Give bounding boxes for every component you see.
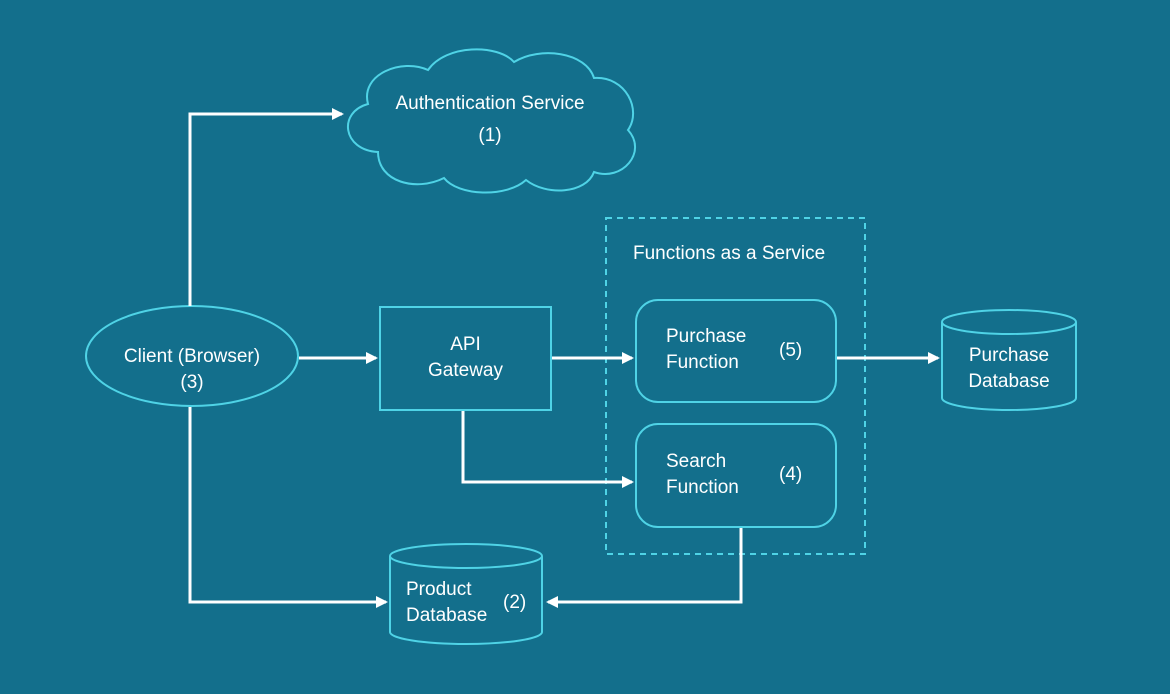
api-gateway-line2: Gateway <box>428 360 503 381</box>
client-title: Client (Browser) <box>123 346 261 367</box>
search-function-line1: Search <box>666 451 727 472</box>
auth-service-cloud <box>346 48 636 194</box>
purchase-function-label: Purchase Function <box>666 324 746 376</box>
auth-service-label: Authentication Service (1) <box>370 91 610 149</box>
purchase-function-line1: Purchase <box>666 326 747 347</box>
arrow-client-to-product-db <box>188 407 388 608</box>
purchase-database-label: Purchase Database <box>942 343 1076 395</box>
api-gateway-label: API Gateway <box>380 332 551 384</box>
search-function-number: (4) <box>779 464 803 485</box>
product-database-line1: Product <box>406 579 472 600</box>
product-database-number: (2) <box>503 592 527 613</box>
purchase-function-box <box>635 299 837 403</box>
faas-container <box>605 217 866 555</box>
purchase-function-number: (5) <box>779 340 803 361</box>
arrow-client-to-auth <box>188 108 344 306</box>
purchase-function-line2: Function <box>666 352 739 373</box>
product-database-label: Product Database <box>406 577 487 629</box>
api-gateway-line1: API <box>450 334 481 355</box>
api-gateway-box <box>379 306 552 411</box>
search-function-line2: Function <box>666 477 739 498</box>
purchase-database-cylinder <box>941 309 1077 411</box>
faas-title: Functions as a Service <box>633 243 826 264</box>
product-database-line2: Database <box>406 605 488 626</box>
auth-service-number: (1) <box>478 125 502 146</box>
product-database-cylinder <box>389 543 543 645</box>
search-function-box <box>635 423 837 528</box>
search-function-label: Search Function <box>666 449 739 501</box>
client-number: (3) <box>180 372 204 393</box>
client-ellipse <box>85 305 299 407</box>
client-label: Client (Browser) (3) <box>102 344 282 396</box>
arrow-search-to-product-db <box>546 528 743 608</box>
arrow-gateway-to-search <box>461 411 634 488</box>
auth-service-title: Authentication Service <box>395 93 585 114</box>
purchase-database-line1: Purchase <box>968 345 1050 366</box>
purchase-database-line2: Database <box>968 371 1050 392</box>
